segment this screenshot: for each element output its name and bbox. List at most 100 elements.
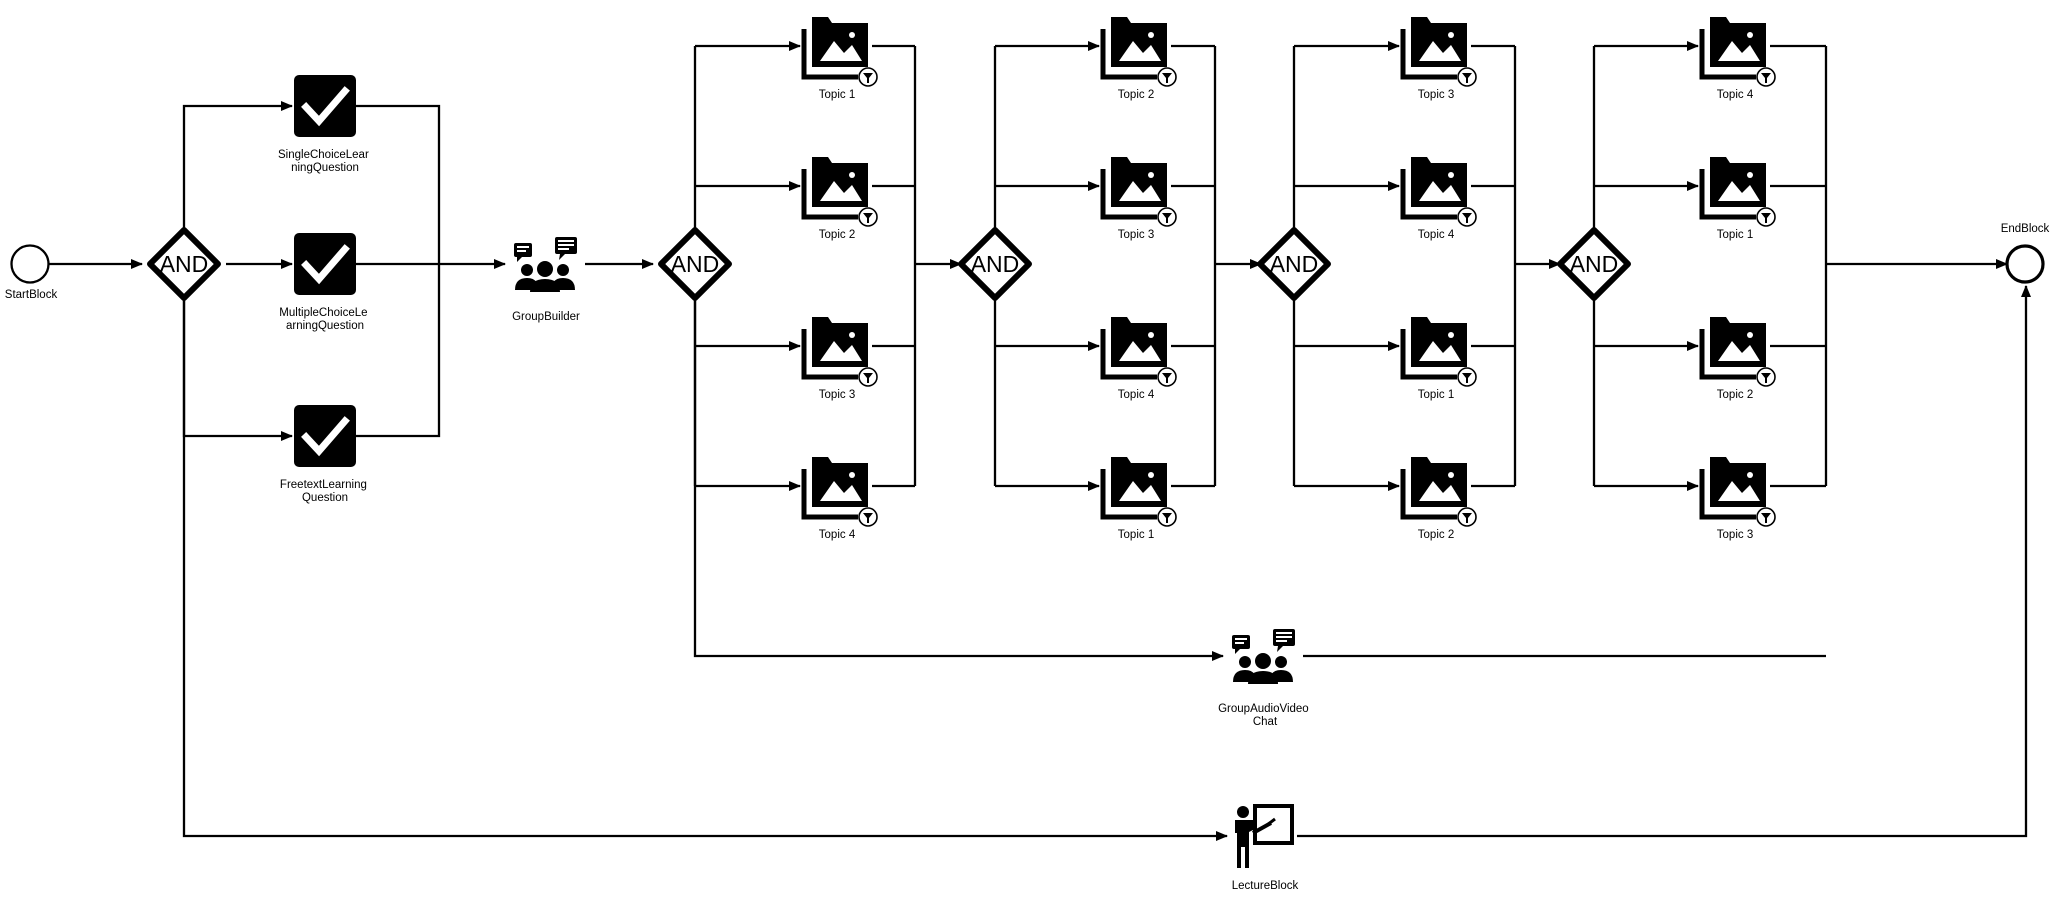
and-gate-label: AND bbox=[1570, 251, 1619, 277]
topic-block[interactable]: Topic 1 bbox=[1400, 317, 1477, 401]
topic-block[interactable]: Topic 2 bbox=[1699, 317, 1776, 401]
group-chat-label-line-1: GroupAudioVideo bbox=[1218, 703, 1309, 715]
and-gate-label: AND bbox=[971, 251, 1020, 277]
group-builder-label: GroupBuilder bbox=[512, 311, 580, 323]
topic-block[interactable]: Topic 1 bbox=[1699, 157, 1776, 241]
photo-folder-filter-icon bbox=[1400, 457, 1477, 527]
lecture-block[interactable]: LectureBlock bbox=[1232, 804, 1299, 892]
topic-label: Topic 4 bbox=[1418, 229, 1455, 241]
single-choice-question-label: SingleChoiceLear ningQuestion bbox=[278, 149, 372, 174]
topic-block[interactable]: Topic 2 bbox=[801, 157, 878, 241]
topic-label: Topic 1 bbox=[1118, 529, 1154, 541]
topic-label: Topic 2 bbox=[1717, 389, 1753, 401]
group-audio-video-chat-block[interactable]: GroupAudioVideo Chat bbox=[1218, 629, 1312, 728]
and-gate-label: AND bbox=[671, 251, 720, 277]
end-event-circle bbox=[2005, 244, 2045, 284]
topic-label: Topic 2 bbox=[1118, 89, 1154, 101]
edge-questions-merge bbox=[356, 104, 441, 438]
topic-block[interactable]: Topic 1 bbox=[801, 17, 878, 101]
photo-folder-filter-icon bbox=[1100, 457, 1177, 527]
start-block-label: StartBlock bbox=[5, 289, 58, 301]
photo-folder-filter-icon bbox=[1699, 157, 1776, 227]
lecture-block-label: LectureBlock bbox=[1232, 880, 1299, 892]
topic-block[interactable]: Topic 2 bbox=[1400, 457, 1477, 541]
photo-folder-filter-icon bbox=[1400, 317, 1477, 387]
and-gate-round-3[interactable]: AND bbox=[1257, 227, 1331, 301]
topic-block[interactable]: Topic 3 bbox=[1400, 17, 1477, 101]
and-gateway-diamond bbox=[958, 227, 1032, 301]
topic-label: Topic 4 bbox=[1118, 389, 1155, 401]
photo-folder-filter-icon bbox=[801, 157, 878, 227]
photo-folder-filter-icon bbox=[1400, 157, 1477, 227]
start-block[interactable]: StartBlock bbox=[5, 244, 58, 302]
and-gate-round-2[interactable]: AND bbox=[958, 227, 1032, 301]
edge-gate-to-lecture bbox=[182, 300, 1228, 841]
photo-folder-filter-icon bbox=[1100, 317, 1177, 387]
presenter-board-icon bbox=[1235, 804, 1294, 868]
topic-label: Topic 1 bbox=[1717, 229, 1753, 241]
freetext-question-label-line-2: Question bbox=[302, 492, 348, 504]
multiple-choice-question-label: MultipleChoiceLe arningQuestion bbox=[279, 307, 370, 332]
topic-block[interactable]: Topic 2 bbox=[1100, 17, 1177, 101]
topic-label: Topic 4 bbox=[1717, 89, 1754, 101]
topic-block[interactable]: Topic 4 bbox=[1699, 17, 1776, 101]
and-gateway-diamond bbox=[1257, 227, 1331, 301]
and-gate-start[interactable]: AND bbox=[147, 227, 221, 301]
topic-label: Topic 4 bbox=[819, 529, 856, 541]
check-mark bbox=[301, 416, 350, 457]
single-choice-question-block[interactable]: SingleChoiceLear ningQuestion bbox=[278, 75, 372, 174]
group-audio-video-chat-label: GroupAudioVideo Chat bbox=[1218, 703, 1312, 728]
topic-block[interactable]: Topic 3 bbox=[801, 317, 878, 401]
topic-block[interactable]: Topic 1 bbox=[1100, 457, 1177, 541]
photo-folder-filter-icon bbox=[1699, 17, 1776, 87]
photo-folder-filter-icon bbox=[801, 457, 878, 527]
start-event-circle bbox=[10, 244, 50, 284]
and-gateway-diamond bbox=[658, 227, 732, 301]
topic-block[interactable]: Topic 4 bbox=[801, 457, 878, 541]
freetext-question-label: FreetextLearning Question bbox=[280, 479, 370, 504]
checkbox-check-icon bbox=[294, 405, 356, 467]
multiple-choice-question-label-line-2: arningQuestion bbox=[286, 320, 364, 332]
check-mark bbox=[301, 244, 350, 285]
multiple-choice-question-label-line-1: MultipleChoiceLe bbox=[279, 307, 367, 319]
topic-label: Topic 2 bbox=[1418, 529, 1454, 541]
photo-folder-filter-icon bbox=[801, 317, 878, 387]
checkbox-check-icon bbox=[294, 233, 356, 295]
end-block-label: EndBlock bbox=[2001, 223, 2050, 235]
and-gate-label: AND bbox=[160, 251, 209, 277]
topic-label: Topic 1 bbox=[819, 89, 855, 101]
checkbox-check-icon bbox=[294, 75, 356, 137]
freetext-question-block[interactable]: FreetextLearning Question bbox=[280, 405, 370, 504]
group-chat-label-line-2: Chat bbox=[1253, 716, 1278, 728]
photo-folder-filter-icon bbox=[1699, 457, 1776, 527]
topic-block[interactable]: Topic 4 bbox=[1100, 317, 1177, 401]
photo-folder-filter-icon bbox=[1100, 17, 1177, 87]
topic-label: Topic 2 bbox=[819, 229, 855, 241]
and-gateway-diamond bbox=[1557, 227, 1631, 301]
edge-lecture-to-end bbox=[1297, 285, 2031, 838]
topic-block[interactable]: Topic 3 bbox=[1699, 457, 1776, 541]
topic-label: Topic 1 bbox=[1418, 389, 1454, 401]
multiple-choice-question-block[interactable]: MultipleChoiceLe arningQuestion bbox=[279, 233, 370, 332]
group-builder-block[interactable]: GroupBuilder bbox=[512, 237, 580, 323]
photo-folder-filter-icon bbox=[801, 17, 878, 87]
and-gate-round-4[interactable]: AND bbox=[1557, 227, 1631, 301]
and-gate-label: AND bbox=[1270, 251, 1319, 277]
single-choice-question-label-line-2: ningQuestion bbox=[291, 162, 359, 174]
photo-folder-filter-icon bbox=[1699, 317, 1776, 387]
edge-gate-to-single-choice bbox=[182, 101, 293, 228]
end-block[interactable]: EndBlock bbox=[2001, 223, 2050, 284]
topic-label: Topic 3 bbox=[1118, 229, 1154, 241]
single-choice-question-label-line-1: SingleChoiceLear bbox=[278, 149, 369, 161]
and-gateway-diamond bbox=[147, 227, 221, 301]
topic-label: Topic 3 bbox=[1717, 529, 1753, 541]
topic-label: Topic 3 bbox=[1418, 89, 1454, 101]
freetext-question-label-line-1: FreetextLearning bbox=[280, 479, 367, 491]
photo-folder-filter-icon bbox=[1400, 17, 1477, 87]
topic-block[interactable]: Topic 3 bbox=[1100, 157, 1177, 241]
photo-folder-filter-icon bbox=[1100, 157, 1177, 227]
topic-label: Topic 3 bbox=[819, 389, 855, 401]
and-gate-split[interactable]: AND bbox=[658, 227, 732, 301]
topic-block[interactable]: Topic 4 bbox=[1400, 157, 1477, 241]
